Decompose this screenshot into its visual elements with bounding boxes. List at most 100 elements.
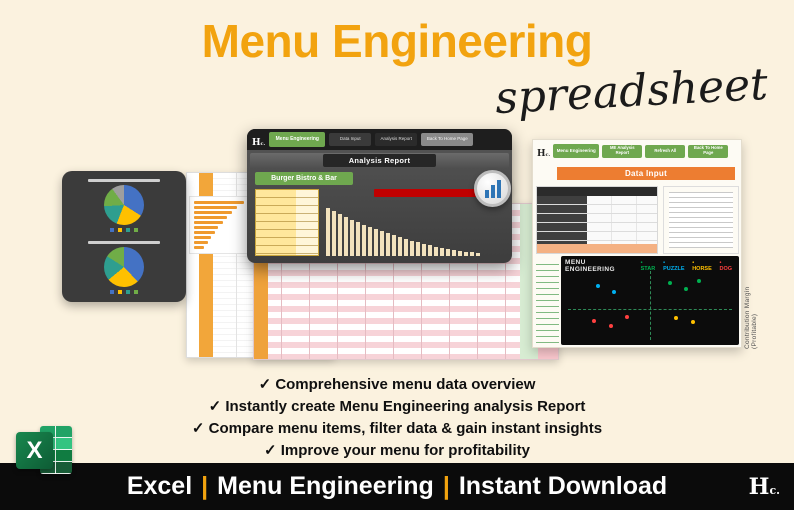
- restaurant-name-label: Burger Bistro & Bar: [255, 172, 353, 185]
- bar: [422, 243, 426, 256]
- bar: [416, 242, 420, 256]
- scatter-dot: [697, 278, 702, 283]
- instructions-notes: [663, 186, 739, 254]
- analysis-report-button[interactable]: ME Analysis Report: [602, 144, 643, 158]
- bar: [326, 207, 330, 256]
- scatter-dot: [625, 314, 630, 319]
- analysis-report-header: Analysis Report: [322, 154, 437, 167]
- bar-chart-badge-icon: [474, 170, 511, 207]
- data-input-sheet: Hc. Menu Engineering ME Analysis Report …: [532, 139, 742, 348]
- footer-segment: Menu Engineering: [217, 472, 434, 500]
- input-table: [536, 186, 658, 254]
- bar: [380, 231, 384, 256]
- analysis-report-button[interactable]: Analysis Report: [375, 133, 418, 146]
- pie-legend: [110, 228, 138, 233]
- matrix-title: MENU ENGINEERING: [565, 259, 615, 273]
- brand-logo-text: H: [748, 474, 770, 500]
- bar: [194, 221, 223, 224]
- analysis-report-window: Hc. Menu Engineering Data Input Analysis…: [247, 129, 512, 263]
- bar: [428, 245, 432, 256]
- matrix-horizontal-divider: [568, 308, 732, 310]
- items-column-chart: [324, 189, 504, 256]
- excel-icon: X: [16, 423, 74, 479]
- bar: [194, 236, 211, 239]
- pie-chart-caption: [88, 179, 160, 183]
- chart-title-bar: [374, 189, 504, 197]
- legend-horse: HORSE: [692, 260, 714, 272]
- bar: [476, 252, 480, 256]
- brand-logo: Hc.: [252, 132, 265, 148]
- menu-engineering-home-button[interactable]: Menu Engineering: [553, 144, 600, 158]
- footer-segment: Excel: [126, 472, 193, 500]
- legend-star: STAR: [641, 260, 658, 272]
- bar: [392, 235, 396, 256]
- report-content: [255, 189, 504, 256]
- bar: [194, 201, 244, 204]
- pie-chart: [104, 246, 144, 287]
- excel-x-letter: X: [16, 432, 53, 469]
- menu-engineering-matrix: MENU ENGINEERING STAR PUZZLE HORSE DOG: [561, 256, 739, 345]
- page-title: Menu Engineering: [201, 15, 593, 67]
- feature-item: ✓ Comprehensive menu data overview: [258, 376, 536, 393]
- bar: [410, 240, 414, 256]
- feature-item: ✓ Instantly create Menu Engineering anal…: [208, 398, 586, 415]
- bar: [434, 246, 438, 256]
- scatter-dot: [595, 284, 600, 289]
- scatter-dot: [667, 281, 672, 286]
- back-to-home-button[interactable]: Back To Home Page: [421, 133, 474, 146]
- brand-logo-footer: Hc.: [749, 476, 780, 498]
- pie-chart-caption: [88, 240, 160, 244]
- pie-chart: [104, 185, 144, 226]
- bar: [398, 237, 402, 256]
- pie-legend: [110, 289, 138, 294]
- footer-separator: |: [442, 472, 450, 500]
- bar: [194, 216, 227, 219]
- scatter-dot: [611, 289, 616, 294]
- bar: [344, 216, 348, 256]
- summary-table: [255, 189, 319, 256]
- legend-dog: DOG: [720, 260, 736, 272]
- brand-logo-text: c.: [769, 484, 780, 497]
- bar: [332, 210, 336, 256]
- bar: [356, 221, 360, 256]
- pie-charts-panel: [62, 171, 186, 302]
- brand-logo-text: H: [252, 137, 261, 148]
- bar: [194, 206, 238, 209]
- feature-list: ✓ Comprehensive menu data overview ✓ Ins…: [0, 374, 794, 462]
- contribution-margin-axis-label: Contribution Margin (Profitable): [744, 286, 758, 349]
- matrix-header: MENU ENGINEERING STAR PUZZLE HORSE DOG: [565, 259, 735, 273]
- data-input-header: Data Input: [557, 167, 735, 180]
- column-bars: [326, 201, 502, 256]
- bar: [194, 246, 205, 249]
- menu-engineering-home-button[interactable]: Menu Engineering: [269, 132, 326, 147]
- bar: [368, 226, 372, 256]
- bar: [194, 231, 215, 234]
- popup-titlebar: Hc. Menu Engineering Data Input Analysis…: [247, 129, 512, 150]
- bar: [386, 233, 390, 256]
- bar: [374, 229, 378, 256]
- back-to-home-button[interactable]: Back To Home Page: [688, 144, 729, 158]
- data-input-button[interactable]: Data Input: [329, 133, 372, 146]
- bar: [350, 219, 354, 256]
- bar: [194, 211, 232, 214]
- brand-logo-text: H: [537, 149, 546, 159]
- scatter-dot: [674, 315, 679, 320]
- data-input-navbar: Hc. Menu Engineering ME Analysis Report …: [537, 142, 739, 160]
- pie-chart-block: [88, 179, 160, 233]
- scatter-dot: [608, 324, 613, 329]
- report-header-band: Analysis Report: [250, 153, 509, 168]
- footer-segment: Instant Download: [458, 472, 668, 500]
- scatter-chart: [568, 271, 732, 340]
- bar: [464, 251, 468, 256]
- brand-logo-text: c.: [260, 140, 266, 147]
- bar: [194, 241, 208, 244]
- brand-logo-text: c.: [545, 152, 551, 158]
- horizontal-bar-chart: [189, 196, 253, 254]
- refresh-all-button[interactable]: Refresh All: [645, 144, 686, 158]
- matrix-annotations: [536, 264, 559, 344]
- bar: [446, 248, 450, 256]
- page-subtitle: spreadsheet: [493, 58, 770, 125]
- scatter-dot: [592, 318, 597, 323]
- bar: [338, 213, 342, 256]
